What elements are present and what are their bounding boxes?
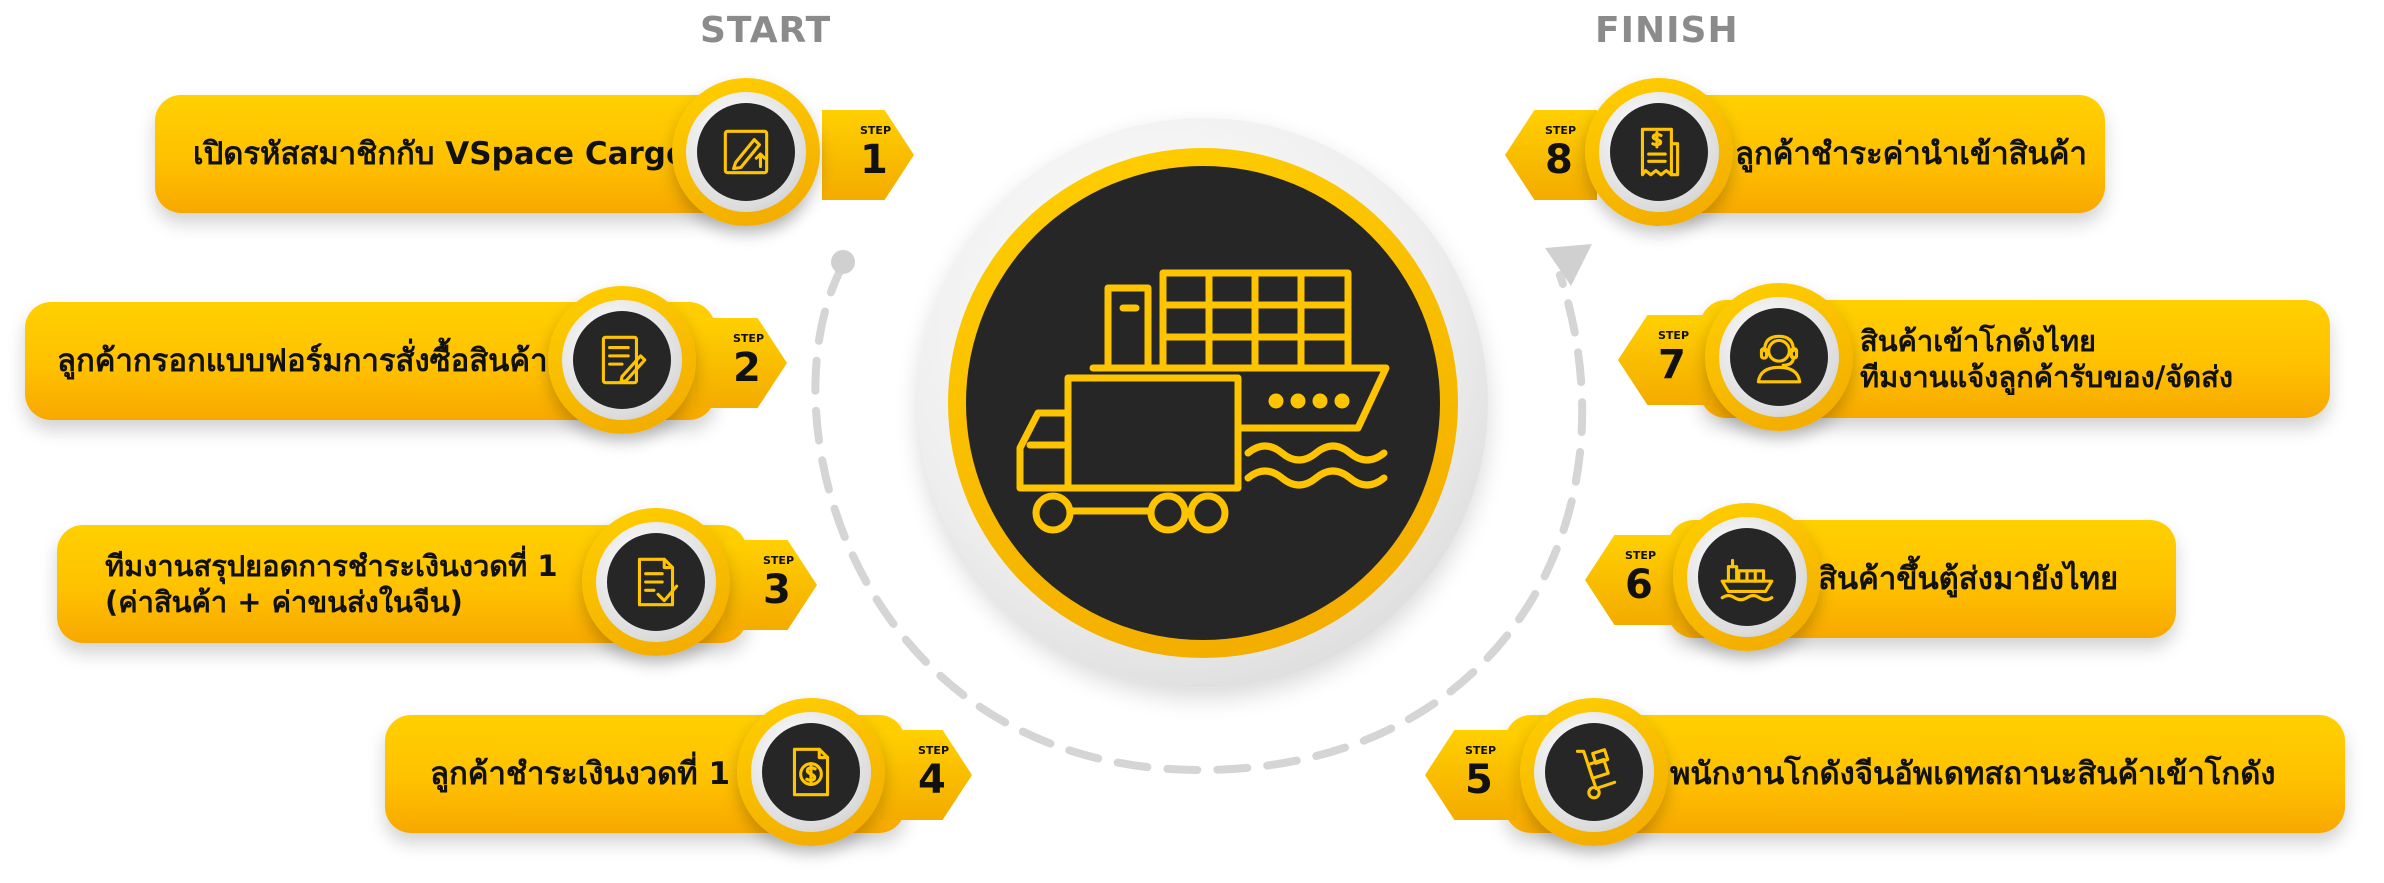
step-5-badge [1520,698,1668,846]
step-4-text: ลูกค้าชำระเงินงวดที่ 1 [430,755,731,792]
order-form-icon [601,335,647,385]
cargo-ship-icon [1720,558,1774,602]
step-8-label: STEP [1545,124,1577,137]
step-8-number: 8 [1545,137,1573,183]
start-heading: START [700,10,832,51]
step-1-number: 1 [860,137,888,183]
step-6-text: สินค้าขึ้นตู้ส่งมายังไทย [1818,560,2119,597]
step-1-text: เปิดรหัสสมาชิกกับ VSpace Cargo [193,135,688,172]
step-7-badge [1705,283,1853,431]
truck-and-cargo-ship-icon [1016,269,1390,534]
edit-document-icon [723,129,769,175]
hand-truck-icon [1575,748,1617,800]
step-4-label: STEP [918,744,950,757]
step-2-label: STEP [733,332,765,345]
step-8-badge [1585,78,1733,226]
step-2-badge [548,286,696,434]
step-1-badge [672,78,820,226]
step-2-number: 2 [733,345,761,391]
flow-start-dot [831,250,855,274]
step-8-text: ลูกค้าชำระค่านำเข้าสินค้า [1735,135,2087,172]
center-core [966,166,1440,640]
step-4-number: 4 [918,757,946,803]
step-7-text-line-1: สินค้าเข้าโกดังไทย [1860,323,2097,358]
step-6-number: 6 [1625,562,1653,608]
step-7-number: 7 [1658,342,1686,388]
finish-heading: FINISH [1595,10,1739,51]
support-agent-icon [1756,334,1802,384]
step-3-badge [582,508,730,656]
step-5-text: พนักงานโกดังจีนอัพเดทสถานะสินค้าเข้าโกดั… [1670,755,2276,792]
step-5-number: 5 [1465,757,1493,803]
step-3-text-line-1: ทีมงานสรุปยอดการชำระเงินงวดที่ 1 [105,548,558,583]
step-3-number: 3 [763,567,791,613]
step-4-badge [737,698,885,846]
step-5-label: STEP [1465,744,1497,757]
dollar-document-icon [792,747,830,797]
receipt-icon [1640,127,1680,177]
flow-arrowhead [1545,244,1592,286]
step-2-text: ลูกค้ากรอกแบบฟอร์มการสั่งซื้อสินค้า [57,342,548,379]
checklist-document-icon [637,557,679,607]
step-3-label: STEP [763,554,795,567]
step-7-label: STEP [1658,329,1690,342]
step-1-label: STEP [860,124,892,137]
step-6-label: STEP [1625,549,1657,562]
step-7-text-line-2: ทีมงานแจ้งลูกค้ารับของ/จัดส่ง [1860,360,2234,394]
step-8-card: ลูกค้าชำระค่านำเข้าสินค้า [1660,95,2105,213]
step-3-text-line-2: (ค่าสินค้า + ค่าขนส่งในจีน) [105,585,463,619]
step-6-badge [1673,503,1821,651]
